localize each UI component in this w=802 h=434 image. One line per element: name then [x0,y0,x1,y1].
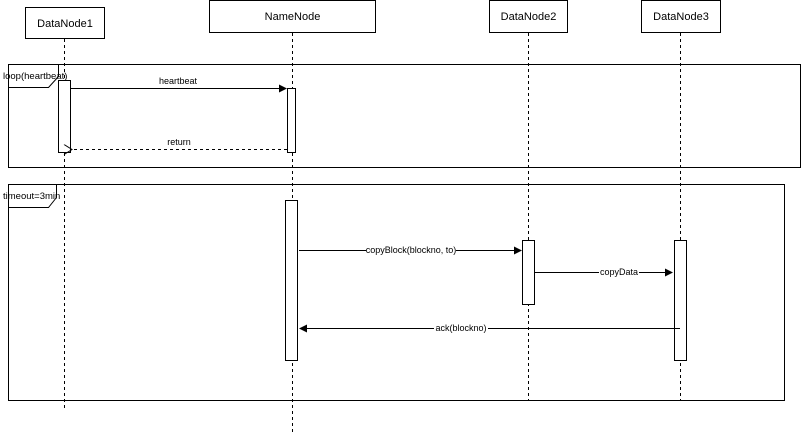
message-copy-data: copyData [535,266,673,278]
activation-namenode-timeout [285,200,298,361]
activation-datanode1 [58,80,71,153]
activation-namenode-loop [287,88,296,153]
timeout-frame: timeout=3min [3,184,785,401]
loop-frame: loop(heartbeat) [3,64,801,168]
participant-datanode3: DataNode3 [641,0,721,33]
participant-datanode2: DataNode2 [489,0,568,33]
message-ack: ack(blockno) [299,322,680,334]
loop-frame-label: loop(heartbeat) [3,71,67,82]
participant-datanode2-label: DataNode2 [501,11,557,23]
participant-namenode: NameNode [209,0,376,33]
message-return-label: return [167,137,191,147]
message-copy-block-label: copyBlock(blockno, to) [366,245,457,255]
timeout-frame-label: timeout=3min [3,191,60,202]
participant-datanode1: DataNode1 [25,7,105,39]
message-copy-data-label: copyData [600,267,638,277]
message-copy-block: copyBlock(blockno, to) [299,244,522,256]
activation-datanode2 [522,240,535,305]
message-heartbeat-label: heartbeat [159,76,198,86]
participant-datanode3-label: DataNode3 [653,11,709,23]
message-ack-label: ack(blockno) [435,323,486,333]
message-return: return [72,137,287,150]
activation-datanode3 [674,240,687,361]
participant-datanode1-label: DataNode1 [37,18,93,30]
participant-namenode-label: NameNode [265,11,321,23]
message-heartbeat: heartbeat [71,76,287,93]
